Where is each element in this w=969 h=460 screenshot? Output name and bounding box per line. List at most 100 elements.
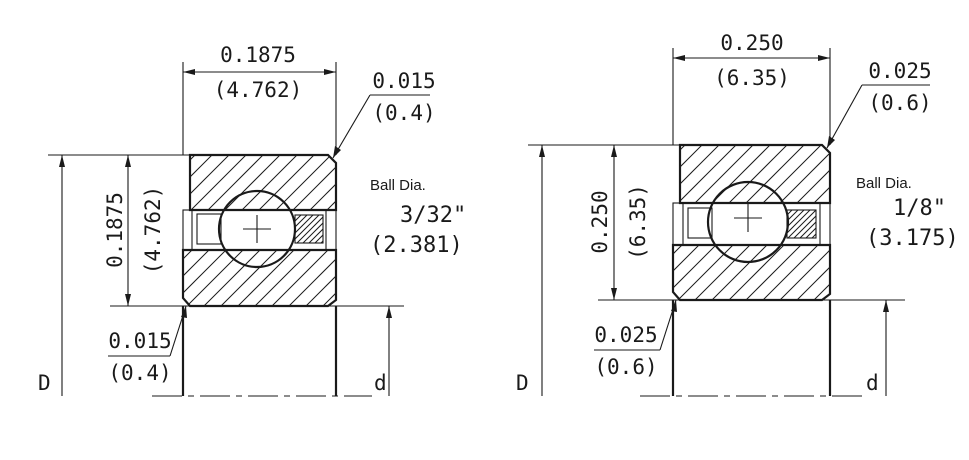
hatch-line bbox=[321, 155, 336, 210]
left-ball bbox=[217, 189, 297, 269]
left-width-inch: 0.1875 bbox=[220, 43, 296, 67]
hatch-line bbox=[825, 145, 830, 203]
right-chamfer-bottom-inch: 0.025 bbox=[594, 323, 657, 347]
right-cage-hatch bbox=[748, 206, 868, 242]
hatch-line bbox=[295, 215, 308, 228]
left-height-inch: 0.1875 bbox=[103, 192, 127, 268]
hatch-line bbox=[832, 206, 868, 242]
hatch-line bbox=[301, 250, 336, 306]
right-shoulder-left bbox=[672, 202, 684, 246]
hatch-line bbox=[190, 155, 252, 210]
hatch-line bbox=[673, 245, 688, 300]
hatch-line bbox=[724, 245, 790, 300]
hatch-line bbox=[270, 155, 336, 210]
right-ball-label: Ball Dia. bbox=[856, 175, 912, 192]
hatch-line bbox=[757, 145, 827, 203]
left-ball-label: Ball Dia. bbox=[370, 177, 426, 194]
left-bearing: 0.1875 (4.762) 0.015 (0.4) 0.1875 (4.762… bbox=[38, 43, 466, 397]
hatch-line bbox=[680, 145, 725, 203]
right-chamfer-bottom-mm: (0.6) bbox=[594, 355, 657, 379]
left-ball-mm: (2.381) bbox=[370, 233, 463, 258]
left-shoulder-right bbox=[325, 209, 337, 251]
right-width-inch: 0.250 bbox=[720, 31, 783, 55]
hatch-line bbox=[787, 210, 811, 234]
right-outer-diameter-label: D bbox=[516, 371, 529, 395]
hatch-line bbox=[183, 250, 249, 306]
left-outer-ring bbox=[188, 153, 338, 212]
hatch-line bbox=[295, 215, 320, 240]
hatch-line bbox=[253, 155, 320, 210]
hatch-line bbox=[740, 145, 810, 203]
hatch-line bbox=[826, 206, 862, 242]
hatch-line bbox=[787, 210, 816, 238]
right-width-mm: (6.35) bbox=[714, 66, 790, 90]
left-width-mm: (4.762) bbox=[214, 78, 303, 102]
hatch-line bbox=[791, 145, 830, 203]
hatch-line bbox=[233, 250, 300, 306]
right-inner-ring bbox=[671, 243, 832, 302]
hatch-line bbox=[741, 245, 807, 300]
right-cage-left bbox=[687, 207, 713, 239]
hatch-line bbox=[787, 210, 805, 228]
hatch-line bbox=[673, 245, 705, 300]
left-inner-ring bbox=[181, 248, 338, 308]
hatch-line bbox=[799, 221, 816, 238]
hatch-line bbox=[216, 250, 283, 306]
hatch-line bbox=[295, 215, 314, 234]
hatch-line bbox=[690, 245, 756, 300]
left-ball-inch: 3/32" bbox=[400, 203, 466, 228]
right-shoulder-right bbox=[819, 202, 831, 246]
left-shoulder-left bbox=[182, 209, 193, 251]
hatch-line bbox=[336, 212, 370, 246]
hatch-line bbox=[809, 245, 830, 300]
right-inner-diameter-label: d bbox=[866, 371, 879, 395]
right-ball-mm: (3.175) bbox=[866, 226, 959, 251]
hatch-line bbox=[673, 245, 739, 300]
hatch-line bbox=[758, 245, 824, 300]
hatch-line bbox=[267, 250, 334, 306]
hatch-line bbox=[304, 155, 336, 210]
right-outer-ring bbox=[678, 143, 832, 205]
hatch-line bbox=[314, 234, 323, 243]
hatch-line bbox=[199, 250, 266, 306]
hatch-line bbox=[284, 250, 336, 306]
hatch-line bbox=[236, 155, 303, 210]
hatch-line bbox=[707, 245, 773, 300]
hatch-line bbox=[748, 206, 784, 242]
hatch-line bbox=[324, 212, 358, 246]
hatch-line bbox=[308, 228, 323, 243]
hatch-line bbox=[689, 145, 759, 203]
hatch-line bbox=[787, 210, 799, 222]
hatch-line bbox=[287, 155, 336, 210]
left-height-mm: (4.762) bbox=[141, 186, 165, 275]
hatch-line bbox=[183, 250, 198, 306]
right-ball-inch: 1/8" bbox=[893, 196, 946, 221]
hatch-line bbox=[808, 145, 830, 203]
hatch-line bbox=[814, 206, 850, 242]
hatch-line bbox=[787, 210, 793, 216]
right-height-inch: 0.250 bbox=[588, 190, 612, 253]
hatch-line bbox=[774, 145, 830, 203]
hatch-line bbox=[673, 245, 722, 300]
hatch-line bbox=[318, 250, 336, 306]
hatch-line bbox=[202, 155, 269, 210]
hatch-line bbox=[723, 145, 793, 203]
hatch-line bbox=[296, 216, 323, 243]
left-chamfer-bottom-mm: (0.4) bbox=[108, 361, 171, 385]
left-outer-diameter-label: D bbox=[38, 371, 51, 395]
left-outer-ring-hatch bbox=[190, 155, 336, 210]
hatch-line bbox=[183, 250, 232, 306]
hatch-line bbox=[330, 212, 364, 246]
right-bearing: 0.250 (6.35) 0.025 (0.6) 0.250 (6.35) Ba… bbox=[516, 31, 959, 397]
hatch-line bbox=[302, 222, 323, 243]
hatch-line bbox=[680, 145, 708, 203]
left-cage-left bbox=[196, 213, 222, 245]
hatch-line bbox=[805, 227, 816, 238]
hatch-line bbox=[811, 233, 816, 238]
hatch-line bbox=[190, 155, 218, 210]
left-chamfer-top-inch: 0.015 bbox=[372, 69, 435, 93]
left-chamfer-bottom-inch: 0.015 bbox=[108, 329, 171, 353]
hatch-line bbox=[190, 155, 235, 210]
hatch-line bbox=[219, 155, 286, 210]
